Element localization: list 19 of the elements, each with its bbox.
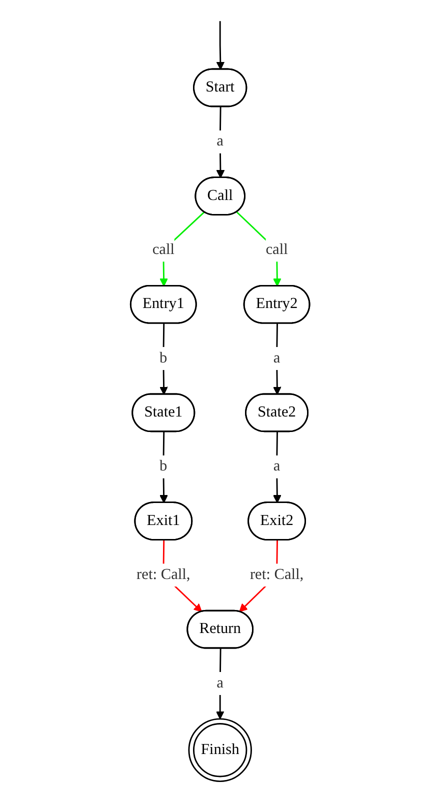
edge-label: a bbox=[274, 458, 281, 475]
edge-label: call bbox=[152, 242, 175, 258]
arrow bbox=[160, 432, 168, 504]
edge-label: ret: Call, bbox=[250, 566, 304, 583]
edge-label: a bbox=[217, 674, 224, 692]
edge-label: call bbox=[266, 242, 288, 258]
arrow bbox=[216, 21, 226, 70]
arrow bbox=[236, 212, 282, 287]
arrow bbox=[273, 432, 282, 504]
edge-label: a bbox=[274, 350, 281, 366]
arrow bbox=[160, 324, 168, 395]
node-circle: Finish bbox=[188, 718, 252, 782]
arrow bbox=[216, 106, 226, 178]
edge-label: ret: Call, bbox=[136, 566, 191, 583]
edge-label: a bbox=[217, 133, 224, 150]
edge-label: b bbox=[160, 350, 168, 366]
arrow bbox=[216, 648, 225, 720]
arrow bbox=[273, 324, 282, 395]
edge-label: b bbox=[160, 458, 168, 475]
